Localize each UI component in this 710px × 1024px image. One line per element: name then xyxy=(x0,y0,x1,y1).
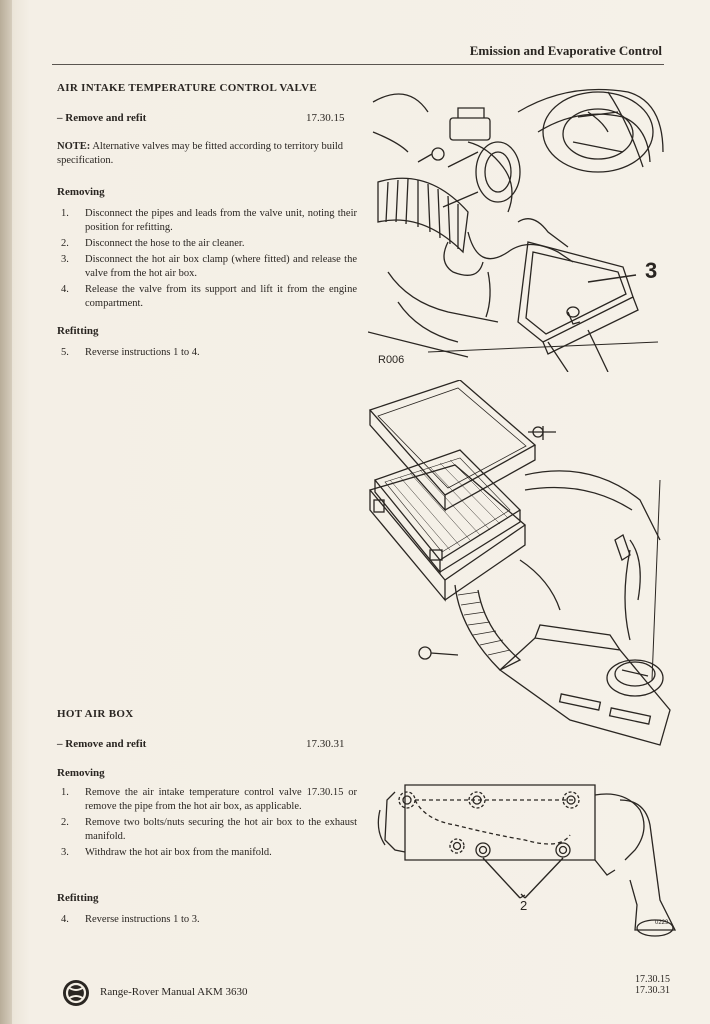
section2-ref: 17.30.31 xyxy=(306,738,345,750)
section2-subtitle: – Remove and refit xyxy=(57,738,147,750)
footer-codes: 17.30.15 17.30.31 xyxy=(635,974,670,996)
section1-refitting-list: 5.Reverse instructions 1 to 4. xyxy=(57,346,357,362)
list-item: 3.Withdraw the hot air box from the mani… xyxy=(61,847,272,858)
footer-manual-title: Range-Rover Manual AKM 3630 xyxy=(100,986,248,998)
figure-hot-air-box-manifold xyxy=(377,784,677,937)
section1-removing-heading: Removing xyxy=(57,186,105,198)
list-item: 2.Remove two bolts/nuts securing the hot… xyxy=(61,817,357,842)
list-item: 1.Remove the air intake temperature cont… xyxy=(61,787,357,812)
section1-title: AIR INTAKE TEMPERATURE CONTROL VALVE xyxy=(57,82,317,94)
note-label: NOTE: xyxy=(57,141,91,152)
section1-subtitle: – Remove and refit xyxy=(57,112,147,124)
section2-refitting-heading: Refitting xyxy=(57,892,99,904)
section2-removing-heading: Removing xyxy=(57,767,105,779)
figure-valve-engine-bay xyxy=(368,88,664,372)
section1-refitting-heading: Refitting xyxy=(57,325,99,337)
list-item: 4.Release the valve from its support and… xyxy=(61,284,357,309)
list-item: 1.Disconnect the pipes and leads from th… xyxy=(61,208,357,233)
section2-title: HOT AIR BOX xyxy=(57,708,134,720)
list-item: 4.Reverse instructions 1 to 3. xyxy=(61,914,200,925)
list-item: 2.Disconnect the hose to the air cleaner… xyxy=(61,238,245,249)
book-spine-shadow xyxy=(0,0,12,1024)
list-item: 5.Reverse instructions 1 to 4. xyxy=(61,347,200,358)
footer-code: 17.30.15 xyxy=(635,974,670,985)
figure-air-cleaner xyxy=(368,380,671,746)
note-text: Alternative valves may be fitted accordi… xyxy=(57,141,344,166)
page-header-title: Emission and Evaporative Control xyxy=(469,43,662,58)
section2-refitting-list: 4.Reverse instructions 1 to 3. xyxy=(57,913,357,929)
list-item: 3.Disconnect the hot air box clamp (wher… xyxy=(61,254,357,279)
figure3-code: 0229 xyxy=(655,920,669,926)
section2-removing-list: 1.Remove the air intake temperature cont… xyxy=(57,786,357,862)
header-rule xyxy=(52,64,664,65)
figure3-callout-number: 2 xyxy=(520,898,528,913)
leyland-logo-icon xyxy=(63,980,89,1006)
section1-note: NOTE: Alternative valves may be fitted a… xyxy=(57,140,357,168)
section1-ref: 17.30.15 xyxy=(306,112,345,124)
figure1-code: R006 xyxy=(378,354,405,366)
figure1-callout-number: 3 xyxy=(645,258,658,283)
section1-removing-list: 1.Disconnect the pipes and leads from th… xyxy=(57,207,357,313)
footer-code: 17.30.31 xyxy=(635,985,670,996)
